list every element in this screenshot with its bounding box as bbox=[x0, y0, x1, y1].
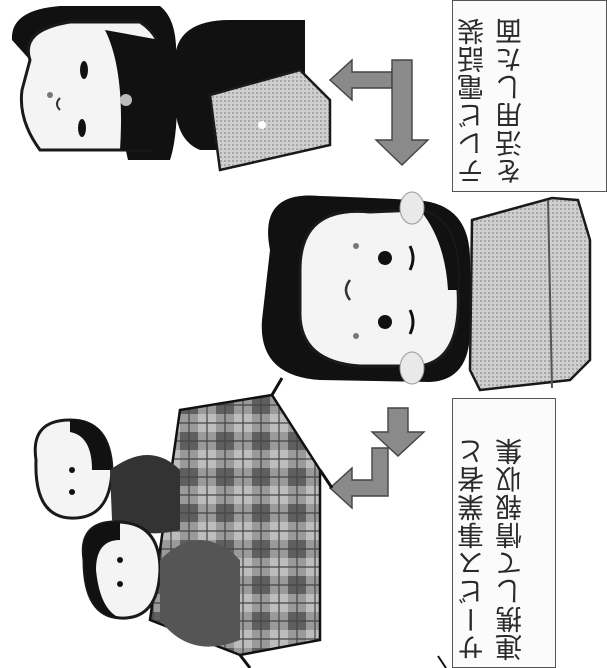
caption-line: を活用した面 bbox=[496, 17, 527, 185]
service-provider-figures bbox=[33, 377, 334, 668]
pointer-mark bbox=[437, 655, 447, 668]
center-person-figure bbox=[261, 191, 592, 392]
caption-line: 連携して情報収集 bbox=[496, 437, 527, 661]
connection-arrow-top bbox=[328, 58, 430, 166]
caption-service-provider: サービス事業者と 連携して情報収集 bbox=[452, 398, 556, 668]
connection-arrow-bottom bbox=[328, 407, 426, 510]
caption-line: テレビ電話装 bbox=[458, 17, 489, 185]
caption-line: サービス事業者と bbox=[458, 437, 489, 661]
remote-person-figure bbox=[11, 6, 332, 172]
caption-video-phone: テレビ電話装 を活用した面 bbox=[452, 0, 607, 192]
